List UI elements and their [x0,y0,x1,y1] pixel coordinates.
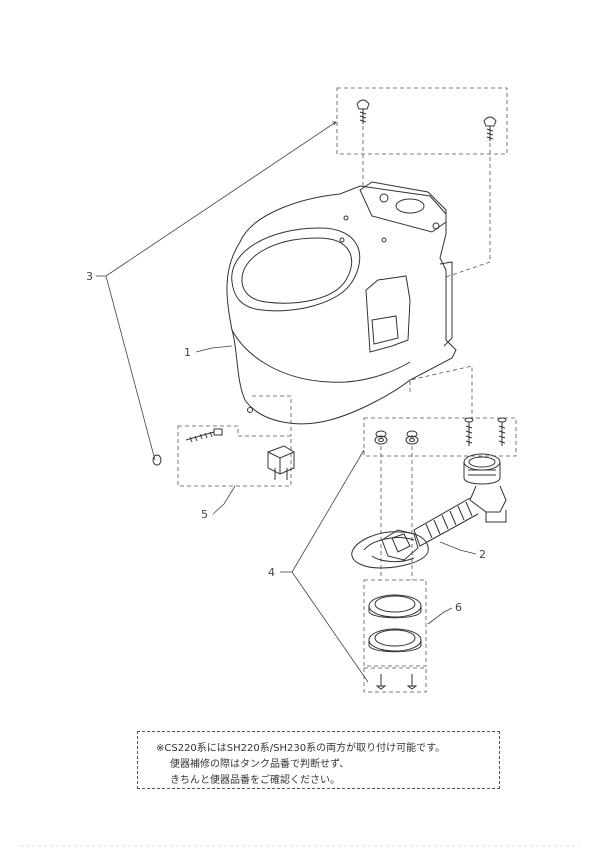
leader-2 [439,541,477,555]
toilet-bowl [226,181,457,425]
note-line-2: 便器補修の際はタンク品番で判断せず、 [170,759,350,770]
drain-socket [351,453,507,569]
floor-screw-left [375,674,387,690]
floor-screws-box [363,667,427,693]
leader-5 [212,485,236,515]
leader-6 [427,607,453,625]
floor-bracket [267,445,295,480]
gasket-lower [368,628,422,653]
note-line-3: きちんと便器品番をご確認ください。 [170,775,340,786]
leader-3 [96,121,337,461]
callout-3: 3 [86,270,93,283]
cap-screw-left [356,99,370,124]
washer-small [152,454,162,466]
long-screw-left [464,417,474,446]
gasket-upper [368,594,422,619]
leader-4 [280,449,369,683]
drain-hardware-box [363,417,517,457]
fixing-bolt [185,428,223,443]
washer-right [405,430,419,445]
compatibility-note-box: ※CS220系にはSH220系/SH230系の両方が取り付け可能です。 便器補修… [137,731,500,789]
callout-5: 5 [201,508,208,521]
floor-screw-right [406,674,418,690]
leader-1 [195,345,233,353]
long-screw-right [497,417,507,446]
callout-2: 2 [479,548,486,561]
note-line-1: ※CS220系にはSH220系/SH230系の両方が取り付け可能です。 [156,743,446,754]
callout-1: 1 [184,346,191,359]
gasket-group-box [363,579,427,667]
washer-left [374,430,388,445]
callout-6: 6 [455,601,462,614]
screw-cap-group-box [336,87,508,155]
cap-screw-right [483,116,497,141]
callout-4: 4 [268,566,275,579]
bracket-group-box [177,425,292,487]
